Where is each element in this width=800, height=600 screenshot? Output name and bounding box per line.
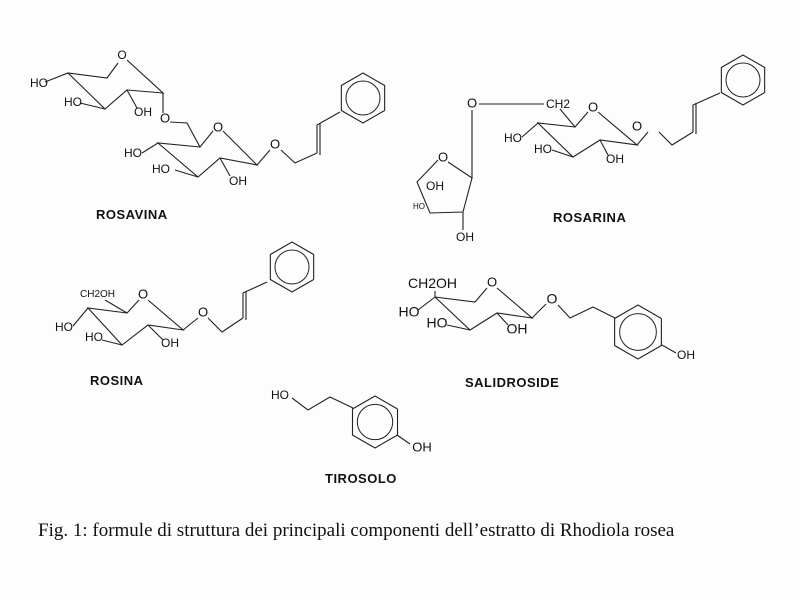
aromatic-circle (345, 80, 381, 116)
label-rosavina: ROSAVINA (96, 207, 168, 222)
bond (434, 287, 488, 303)
aromatic-circle (725, 62, 761, 98)
atom-label: HO (413, 202, 425, 211)
atom-label: O (487, 274, 497, 289)
bond (182, 317, 199, 331)
atom-label: HO (55, 320, 73, 334)
atom-label: O (438, 149, 448, 164)
atom-label: HO (399, 304, 420, 320)
atom-label: HO (85, 330, 103, 344)
atom-label: HO (64, 95, 82, 109)
atom-label: HO (534, 142, 552, 156)
atom-label: O (213, 119, 223, 134)
aromatic-circle (274, 249, 310, 285)
atom-label: O (632, 118, 642, 133)
bond (207, 317, 244, 333)
atom-label: O (270, 136, 280, 151)
bond (447, 110, 473, 180)
ch2-label: CH2 (546, 97, 571, 111)
atom-label: OH (677, 348, 695, 362)
bond (521, 122, 539, 138)
bond (658, 131, 694, 146)
bond (661, 344, 677, 354)
bond (101, 339, 123, 346)
bond (280, 149, 318, 164)
phenyl-ring (340, 72, 386, 124)
bond (72, 307, 89, 327)
label-rosarina: ROSARINA (553, 210, 627, 225)
atom-label: OH (161, 336, 179, 350)
atom-label: HO (427, 315, 448, 331)
atom-label: O (160, 110, 170, 125)
bond (242, 281, 268, 294)
atom-label: OH (426, 179, 444, 193)
bond (79, 102, 106, 110)
ch2oh-label: CH2OH (80, 289, 116, 300)
bond (316, 111, 341, 126)
atom-label: OH (412, 439, 432, 454)
bond (67, 59, 165, 110)
aromatic-circle (356, 403, 394, 441)
atom-label: OH (507, 321, 528, 337)
bond (141, 142, 159, 154)
phenol-ring (351, 395, 399, 449)
bond (496, 312, 509, 326)
bond (291, 396, 354, 411)
atom-label: O (117, 48, 126, 62)
bond (446, 324, 471, 331)
bond (44, 62, 119, 83)
label-tirosolo: TIROSOLO (325, 471, 397, 486)
label-salidroside: SALIDROSIDE (465, 375, 560, 390)
atom-label: OH (456, 230, 474, 244)
bond (557, 304, 616, 319)
aromatic-circle (619, 313, 657, 351)
bond (416, 159, 473, 214)
ch2oh-label: CH2OH (408, 275, 458, 291)
bond (692, 92, 721, 106)
bond (531, 303, 547, 319)
label-rosina: ROSINA (90, 373, 144, 388)
bond (396, 434, 411, 445)
bond (219, 157, 231, 177)
atom-label: HO (504, 131, 522, 145)
atom-label: HO (152, 162, 170, 176)
bond (417, 296, 436, 311)
bond (169, 121, 214, 148)
atom-label: OH (606, 152, 624, 166)
bond (551, 149, 574, 158)
atom-label: OH (229, 174, 247, 188)
bond (156, 130, 259, 178)
atom-label: O (547, 291, 558, 307)
atom-label: HO (30, 76, 48, 90)
atom-label: OH (134, 105, 152, 119)
figure-caption: Fig. 1: formule di struttura dei princip… (38, 520, 675, 541)
phenol-ring (614, 304, 662, 360)
atom-label: O (588, 99, 598, 114)
atom-label: O (467, 95, 477, 110)
bond (126, 89, 138, 109)
phenyl-ring (269, 241, 315, 293)
bond (86, 299, 185, 346)
phenyl-ring (720, 54, 766, 106)
bond (174, 169, 199, 178)
bond (636, 131, 649, 146)
atom-label: O (138, 286, 148, 301)
bond (256, 149, 271, 166)
bond (536, 111, 639, 158)
atom-label: HO (271, 388, 289, 402)
bond (559, 108, 589, 128)
atom-label: O (198, 304, 208, 319)
bond (599, 139, 609, 156)
atom-label: HO (124, 146, 142, 160)
bond (147, 324, 164, 341)
